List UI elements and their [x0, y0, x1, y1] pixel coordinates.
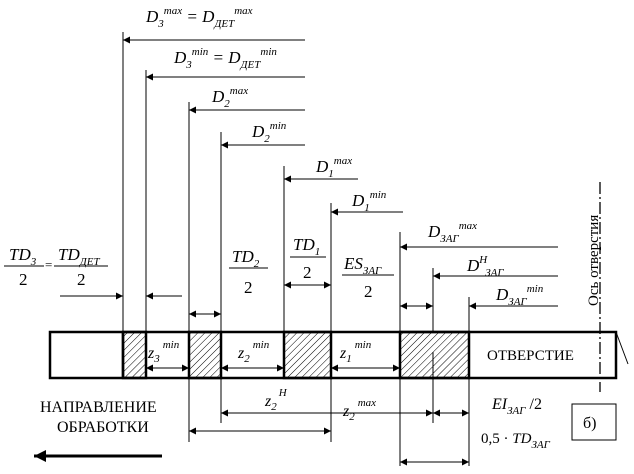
direction-label-line2: ОБРАБОТКИ [57, 419, 149, 436]
fraction-eszag-denominator: 2 [364, 282, 373, 301]
tolerance-field-d3 [121, 330, 148, 380]
label-z2max: z2max [342, 397, 376, 423]
fraction-td3-denominator: 2 [19, 270, 28, 289]
label-d2min: D2min [251, 120, 287, 145]
fraction-eszag-numerator: ESЗАГ [343, 254, 382, 277]
fraction-td2-denominator: 2 [244, 278, 253, 297]
hole-label: ОТВЕРСТИЕ [487, 348, 574, 364]
label-tdzag: 0,5 · TDЗАГ [481, 431, 551, 451]
label-z1min: z1min [339, 339, 372, 365]
half-tolerance-arrows [60, 281, 433, 318]
label-d3max: D3max = DДЕТmax [145, 5, 253, 30]
direction-label-line1: НАПРАВЛЕНИЕ [40, 399, 157, 416]
fraction-td1-denominator: 2 [303, 263, 312, 282]
label-z3min: z3min [147, 339, 180, 365]
panel-label-box [571, 403, 617, 441]
lower-dimension-arrows [189, 409, 469, 466]
fraction-tddet-denominator: 2 [77, 270, 86, 289]
label-eizag: EIЗАГ /2 [491, 396, 542, 417]
tolerance-field-d2 [187, 330, 223, 380]
label-z2min: z2min [237, 339, 270, 365]
tolerance-field-d1 [282, 330, 333, 380]
fraction-td3-numerator: TD3 [9, 245, 37, 268]
hole-axis-label: Ось отверстия [586, 215, 602, 306]
tolerance-field-blank [398, 330, 471, 380]
fraction-bars [4, 256, 394, 276]
panel-label: б) [583, 415, 596, 432]
label-dzagmax: DЗАГmax [427, 220, 477, 245]
fraction-td1-numerator: TD1 [293, 235, 320, 258]
fraction-td2-numerator: TD2 [232, 247, 260, 270]
fraction-equals: = [45, 257, 52, 272]
label-d3min: D3min = DДЕТmin [173, 46, 277, 71]
workpiece-band [48, 330, 618, 380]
label-d1min: D1min [351, 189, 387, 214]
label-d2max: D2max [211, 85, 248, 110]
label-d1max: D1max [315, 155, 352, 180]
fraction-tddet-numerator: TDДЕТ [58, 245, 100, 268]
break-line [615, 331, 629, 365]
label-dzagmin: DЗАГmin [495, 283, 544, 308]
diameter-arrows [123, 36, 558, 310]
label-z2h: z2H [264, 387, 288, 413]
